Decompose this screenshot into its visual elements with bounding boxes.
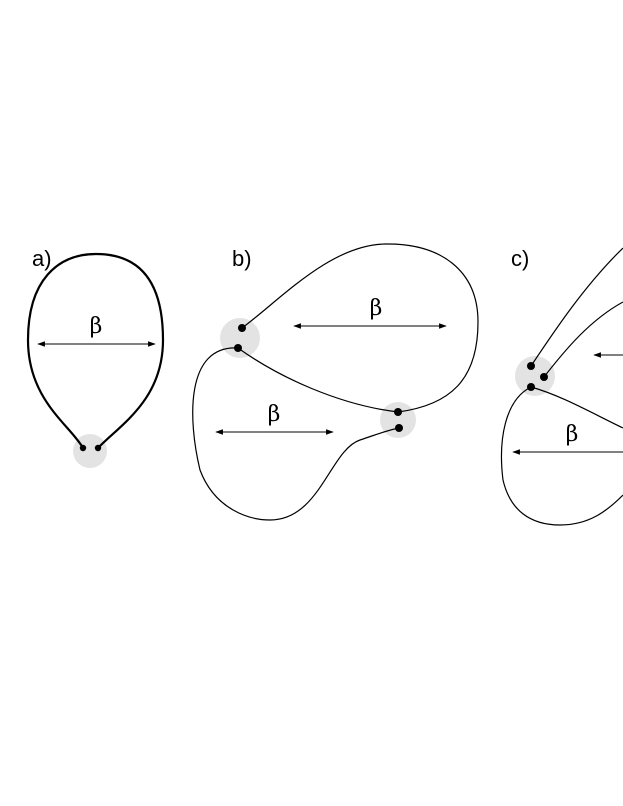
panel-a-vertex-halo <box>73 434 107 468</box>
panel-b-vertex-halo-left <box>220 318 260 358</box>
panel-b-upper-loop <box>241 243 479 413</box>
panel-a-vertex-dot-left <box>79 444 87 452</box>
panel-c-lower-loop <box>500 386 623 526</box>
panel-a-label: a) <box>32 246 52 271</box>
panel-a-vertex-dot-right <box>94 444 102 452</box>
panel-a-beta-label: β <box>90 314 103 339</box>
panel-b-vertex-dot-3 <box>394 408 402 416</box>
panel-c: c) β <box>500 246 623 526</box>
panel-c-vertex-dot-1 <box>527 362 535 370</box>
panel-b-vertex-dot-2 <box>234 344 242 352</box>
panel-c-outer-strand <box>530 247 623 367</box>
panel-c-right-edge <box>530 386 623 429</box>
panel-a: a) β <box>26 246 165 468</box>
panel-b-vertex-halo-right <box>380 402 416 438</box>
panel-b-vertex-dot-1 <box>238 324 246 332</box>
panel-c-vertex-halo <box>515 356 555 396</box>
panel-c-vertex-dot-2 <box>540 373 548 381</box>
panel-a-loop <box>26 252 165 449</box>
panel-b-lower-loop <box>192 347 400 521</box>
panel-b-upper-beta-label: β <box>370 296 383 321</box>
panel-c-label: c) <box>511 246 529 271</box>
panel-b-lower-beta-label: β <box>268 402 281 427</box>
panel-b-label: b) <box>232 246 252 271</box>
panel-b-vertex-dot-4 <box>395 424 403 432</box>
panel-c-vertex-dot-3 <box>527 383 535 391</box>
panel-c-beta-label: β <box>566 422 579 447</box>
panel-b-connecting-edge <box>237 347 399 413</box>
panel-c-inner-strand <box>543 301 623 378</box>
panel-b: b) β β <box>192 243 479 521</box>
